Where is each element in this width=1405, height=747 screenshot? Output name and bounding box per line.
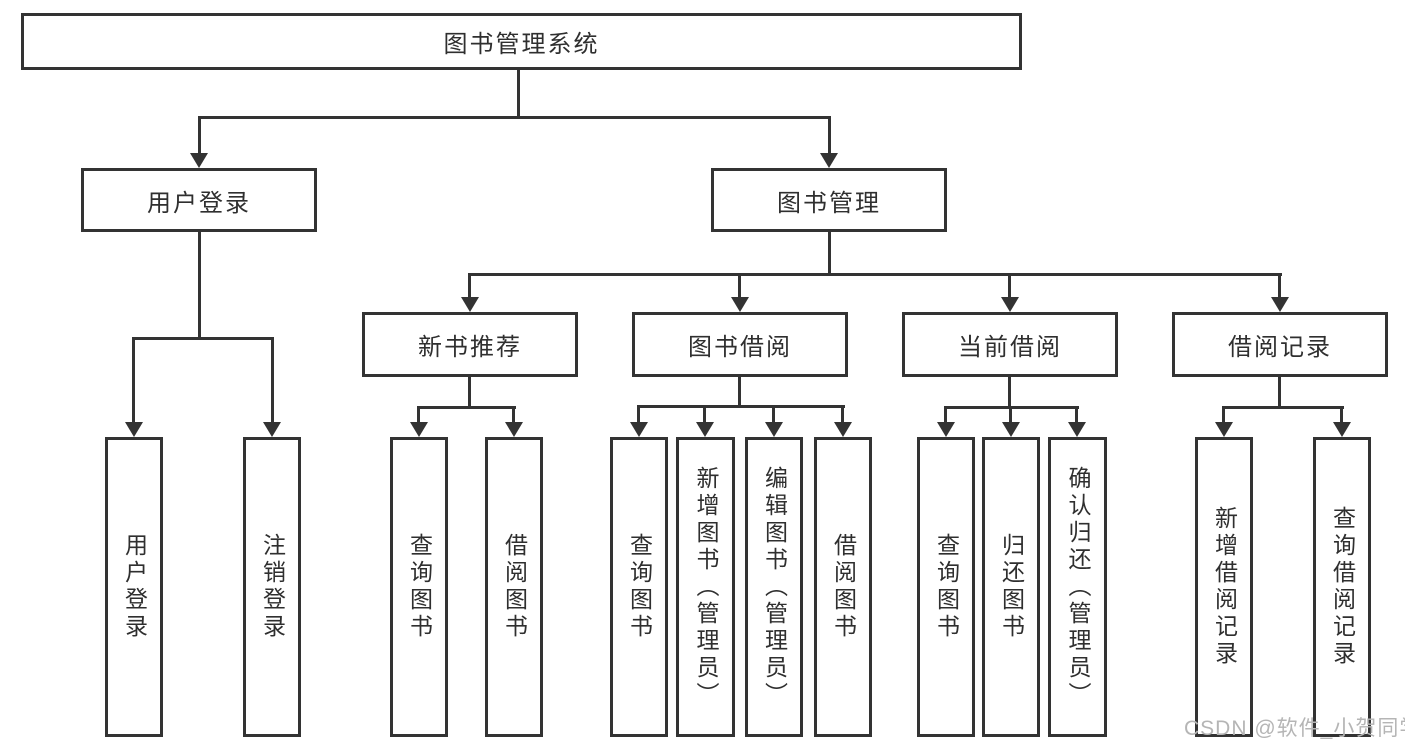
leaf-label: 用户登录 xyxy=(121,533,148,641)
leaf-borrow-books: 借阅图书 xyxy=(814,437,872,737)
node-current-borrow: 当前借阅 xyxy=(902,312,1118,377)
connector-root-stem xyxy=(517,70,520,116)
connector-current-borrow-stem xyxy=(1008,377,1011,406)
arrowhead-down-icon xyxy=(1215,422,1233,437)
leaf-edit-books-admin: 编辑图书（管理员） xyxy=(745,437,803,737)
leaf-label: 借阅图书 xyxy=(501,533,528,641)
leaf-label: 新增图书（管理员） xyxy=(693,465,719,709)
leaf-label: 新增借阅记录 xyxy=(1211,506,1238,668)
arrowhead-down-icon xyxy=(1271,297,1289,312)
connector-new-book-bar xyxy=(417,406,516,409)
connector-leaf xyxy=(703,405,706,424)
connector-leaf xyxy=(417,406,420,424)
leaf-query-books-borrow: 查询图书 xyxy=(610,437,668,737)
connector-to-logout-leaf xyxy=(271,337,274,424)
connector-new-book-stem xyxy=(468,377,471,406)
arrowhead-down-icon xyxy=(125,422,143,437)
node-book-management: 图书管理 xyxy=(711,168,947,232)
connector-to-book-management xyxy=(828,116,831,156)
arrowhead-down-icon xyxy=(820,153,838,168)
leaf-return-books: 归还图书 xyxy=(982,437,1040,737)
leaf-label: 编辑图书（管理员） xyxy=(761,465,788,709)
connector-leaf xyxy=(841,405,844,424)
node-book-borrow: 图书借阅 xyxy=(632,312,848,377)
connector-borrow-records-stem xyxy=(1278,377,1281,406)
connector-borrow-records-bar xyxy=(1222,406,1344,409)
connector-to-book-borrow xyxy=(738,273,741,300)
arrowhead-down-icon xyxy=(263,422,281,437)
leaf-label: 查询图书 xyxy=(626,533,653,641)
connector-to-new-book xyxy=(468,273,471,300)
arrowhead-down-icon xyxy=(834,422,852,437)
leaf-label: 借阅图书 xyxy=(830,533,857,641)
connector-leaf xyxy=(1340,406,1343,424)
arrowhead-down-icon xyxy=(630,422,648,437)
arrowhead-down-icon xyxy=(190,153,208,168)
leaf-logout: 注销登录 xyxy=(243,437,301,737)
arrowhead-down-icon xyxy=(461,297,479,312)
connector-leaf xyxy=(772,405,775,424)
connector-book-mgmt-stem xyxy=(828,232,831,273)
arrowhead-down-icon xyxy=(1002,422,1020,437)
leaf-user-login: 用户登录 xyxy=(105,437,163,737)
node-root-library-system: 图书管理系统 xyxy=(21,13,1022,70)
node-user-login: 用户登录 xyxy=(81,168,317,232)
connector-root-bar xyxy=(198,116,831,119)
leaf-label: 查询图书 xyxy=(406,533,433,641)
leaf-label: 查询借阅记录 xyxy=(1329,506,1356,668)
connector-leaf xyxy=(944,406,947,424)
connector-book-borrow-stem xyxy=(738,377,741,405)
connector-to-borrow-records xyxy=(1278,273,1281,300)
connector-to-user-login xyxy=(198,116,201,156)
connector-book-borrow-bar xyxy=(637,405,845,408)
arrowhead-down-icon xyxy=(505,422,523,437)
leaf-query-books-newrec: 查询图书 xyxy=(390,437,448,737)
node-new-book-recommend: 新书推荐 xyxy=(362,312,578,377)
connector-leaf xyxy=(1009,406,1012,424)
node-borrow-records: 借阅记录 xyxy=(1172,312,1388,377)
connector-leaf xyxy=(512,406,515,424)
arrowhead-down-icon xyxy=(696,422,714,437)
connector-to-login-leaf xyxy=(132,337,135,424)
arrowhead-down-icon xyxy=(765,422,783,437)
arrowhead-down-icon xyxy=(731,297,749,312)
leaf-borrow-books-newrec: 借阅图书 xyxy=(485,437,543,737)
leaf-label: 注销登录 xyxy=(259,533,286,641)
arrowhead-down-icon xyxy=(1333,422,1351,437)
connector-to-current-borrow xyxy=(1008,273,1011,300)
arrowhead-down-icon xyxy=(1068,422,1086,437)
arrowhead-down-icon xyxy=(1001,297,1019,312)
arrowhead-down-icon xyxy=(937,422,955,437)
connector-leaf xyxy=(637,405,640,424)
connector-book-mgmt-bar xyxy=(468,273,1282,276)
arrowhead-down-icon xyxy=(410,422,428,437)
connector-leaf xyxy=(1222,406,1225,424)
leaf-label: 确认归还（管理员） xyxy=(1065,465,1091,709)
leaf-label: 查询图书 xyxy=(933,533,960,641)
connector-leaf xyxy=(1075,406,1078,424)
leaf-query-books-current: 查询图书 xyxy=(917,437,975,737)
connector-user-login-bar xyxy=(133,337,274,340)
connector-user-login-stem xyxy=(198,232,201,337)
csdn-watermark: CSDN @软件_小贺同学 xyxy=(1184,717,1405,740)
leaf-confirm-return-admin: 确认归还（管理员） xyxy=(1048,437,1107,737)
leaf-add-borrow-record: 新增借阅记录 xyxy=(1195,437,1253,737)
leaf-label: 归还图书 xyxy=(998,533,1025,641)
leaf-query-borrow-record: 查询借阅记录 xyxy=(1313,437,1371,737)
leaf-add-books-admin: 新增图书（管理员） xyxy=(676,437,735,737)
